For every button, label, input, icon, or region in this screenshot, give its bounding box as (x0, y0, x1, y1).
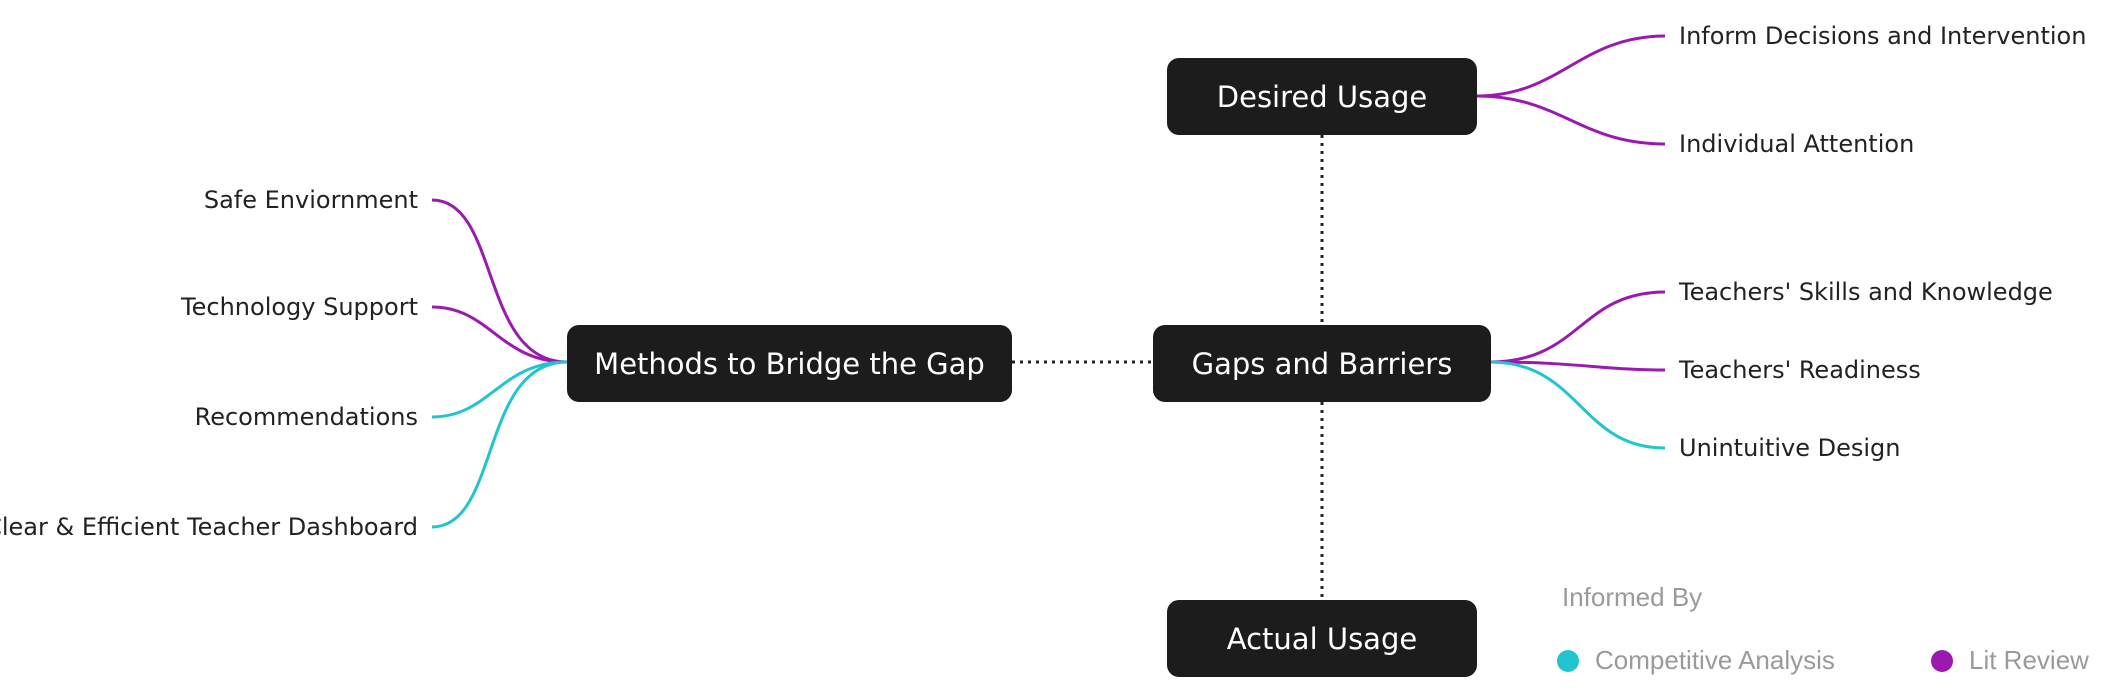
leaf-inform-decisions: Inform Decisions and Intervention (1679, 22, 2087, 50)
lit-review-dot-icon (1931, 649, 1953, 672)
legend-label-lit-review: Lit Review (1969, 645, 2089, 675)
legend-title: Informed By (1562, 582, 1703, 612)
legend-label-competitive-analysis: Competitive Analysis (1595, 645, 1835, 675)
node-desired-usage: Desired Usage (1167, 58, 1477, 135)
leaf-teachers-readiness: Teachers' Readiness (1679, 356, 1921, 384)
leaf-teacher-dashboard: Clear & Efficient Teacher Dashboard (0, 513, 418, 541)
legend-item-lit-review: Lit Review (1931, 645, 2089, 676)
branch-individual-attention (1476, 94, 1666, 146)
legend-item-competitive-analysis: Competitive Analysis (1557, 645, 1835, 676)
leaf-recommendations: Recommendations (194, 403, 418, 431)
branch-safe-environment (431, 198, 568, 364)
leaf-individual-attention: Individual Attention (1679, 130, 1915, 158)
branch-teachers-skills (1489, 290, 1666, 364)
branch-unintuitive-design (1489, 360, 1666, 450)
leaf-teachers-skills: Teachers' Skills and Knowledge (1679, 278, 2053, 306)
branch-technology-support (431, 305, 568, 364)
leaf-technology-support: Technology Support (181, 293, 418, 321)
leaf-safe-environment: Safe Enviornment (203, 186, 418, 214)
leaf-unintuitive-design: Unintuitive Design (1679, 434, 1901, 462)
node-methods-to-bridge-the-gap: Methods to Bridge the Gap (567, 325, 1012, 402)
branch-teachers-readiness (1489, 360, 1666, 372)
branch-teacher-dashboard (431, 360, 568, 529)
branch-inform-decisions (1476, 34, 1666, 98)
node-gaps-and-barriers: Gaps and Barriers (1153, 325, 1491, 402)
competitive-analysis-dot-icon (1557, 649, 1579, 672)
branch-recommendations (431, 360, 568, 419)
node-actual-usage: Actual Usage (1167, 600, 1477, 677)
